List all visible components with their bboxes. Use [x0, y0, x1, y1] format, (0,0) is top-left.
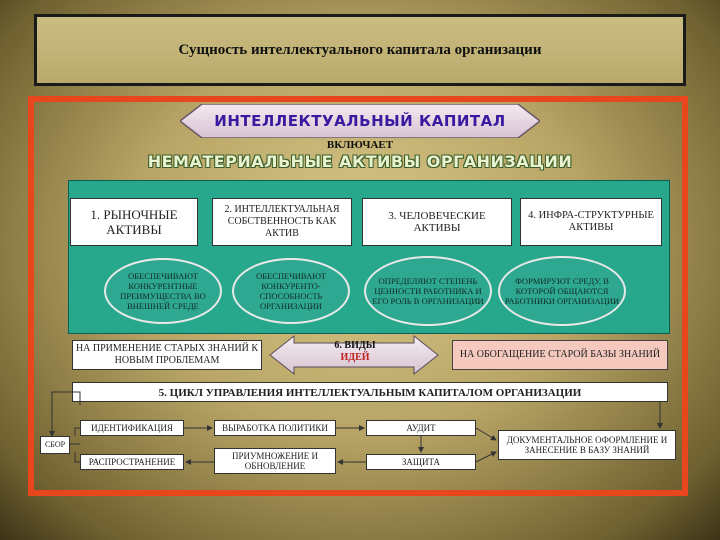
page-title: Сущность интеллектуального капитала орга… [178, 41, 542, 58]
market-assets-box: 1. РЫНОЧНЫЕ АКТИВЫ [70, 198, 198, 246]
oval-ip: ОБЕСПЕЧИВАЮТ КОНКУРЕНТО-СПОСОБНОСТЬ ОРГА… [232, 258, 350, 324]
intellectual-capital-banner: ИНТЕЛЛЕКТУАЛЬНЫЙ КАПИТАЛ [180, 104, 540, 138]
ideas-label-prefix: 6. ВИДЫ [334, 340, 376, 351]
policy-box: ВЫРАБОТКА ПОЛИТИКИ [214, 420, 336, 436]
documentation-box: ДОКУМЕНТАЛЬНОЕ ОФОРМЛЕНИЕ И ЗАНЕСЕНИЕ В … [498, 430, 676, 460]
protection-box: ЗАЩИТА [366, 454, 476, 470]
title-bar: Сущность интеллектуального капитала орга… [34, 14, 686, 86]
double-arrow-shape [180, 104, 540, 138]
enrich-knowledge-box: НА ОБОГАЩЕНИЕ СТАРОЙ БАЗЫ ЗНАНИЙ [452, 340, 668, 370]
oval-human: ОПРЕДЕЛЯЮТ СТЕПЕНЬ ЦЕННОСТИ РАБОТНИКА И … [364, 256, 492, 326]
identification-box: ИДЕНТИФИКАЦИЯ [80, 420, 184, 436]
intangible-assets-heading: НЕМАТЕРИАЛЬНЫЕ АКТИВЫ ОРГАНИЗАЦИИ [147, 152, 573, 171]
ip-assets-box: 2. ИНТЕЛЛЕКТУАЛЬНАЯ СОБСТВЕННОСТЬ КАК АК… [212, 198, 352, 246]
oval-market: ОБЕСПЕЧИВАЮТ КОНКУРЕНТНЫЕ ПРЕИМУЩЕСТВА В… [104, 258, 222, 324]
collect-box: СБОР [40, 436, 70, 454]
diagram-frame [28, 96, 688, 496]
old-knowledge-box: НА ПРИМЕНЕНИЕ СТАРЫХ ЗНАНИЙ К НОВЫМ ПРОБ… [72, 340, 262, 370]
banner-text: ИНТЕЛЛЕКТУАЛЬНЫЙ КАПИТАЛ [214, 112, 506, 130]
includes-label: ВКЛЮЧАЕТ [326, 139, 394, 151]
distribution-box: РАСПРОСТРАНЕНИЕ [80, 454, 184, 470]
infrastructure-assets-box: 4. ИНФРА-СТРУКТУРНЫЕ АКТИВЫ [520, 198, 662, 246]
human-assets-box: 3. ЧЕЛОВЕЧЕСКИЕ АКТИВЫ [362, 198, 512, 246]
management-cycle-banner: 5. ЦИКЛ УПРАВЛЕНИЯ ИНТЕЛЛЕКТУАЛЬНЫМ КАПИ… [72, 382, 668, 402]
ideas-label: 6. ВИДЫ ИДЕЙ [320, 340, 390, 364]
ideas-label-word: ИДЕЙ [340, 352, 370, 363]
oval-infrastructure: ФОРМИРУЮТ СРЕДУ, В КОТОРОЙ ОБЩАЮТСЯ РАБО… [498, 256, 626, 326]
audit-box: АУДИТ [366, 420, 476, 436]
multiply-box: ПРИУМНОЖЕНИЕ И ОБНОВЛЕНИЕ [214, 448, 336, 474]
